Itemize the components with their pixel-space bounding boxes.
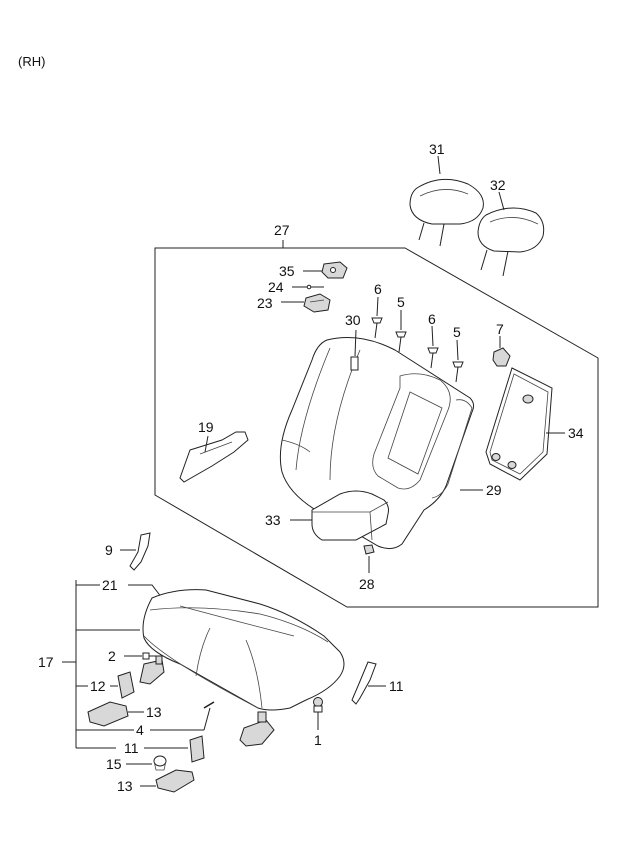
- callout-7: 7: [496, 321, 504, 337]
- leader-19: [204, 435, 209, 453]
- callout-2: 2: [108, 648, 116, 664]
- callout-24: 24: [268, 279, 284, 295]
- side-trim-11: [351, 661, 377, 705]
- bracket-23: [303, 293, 331, 313]
- headrest-32: [477, 207, 545, 277]
- rear-board-34: [485, 367, 553, 481]
- leader-6b: [431, 325, 434, 347]
- bolt-5b: [452, 361, 464, 383]
- seatback-cushion-29: [279, 337, 475, 550]
- callout-13b: 13: [117, 778, 133, 794]
- bolt-5a: [395, 331, 407, 353]
- callout-23: 23: [257, 295, 273, 311]
- callout-12: 12: [90, 678, 106, 694]
- latch-35: [321, 261, 348, 279]
- callout-31: 31: [429, 141, 445, 157]
- seatback-group-outline: [154, 247, 599, 608]
- callout-5b: 5: [453, 324, 461, 340]
- leader-6a: [376, 296, 379, 317]
- callout-34: 34: [568, 425, 584, 441]
- bolt-6b: [427, 347, 439, 369]
- callout-28: 28: [359, 576, 375, 592]
- bolt-2: [142, 652, 156, 660]
- callout-21: 21: [102, 577, 118, 593]
- callout-6b: 6: [428, 311, 436, 327]
- callout-15: 15: [106, 756, 122, 772]
- side-trim-9: [129, 532, 151, 571]
- callout-9: 9: [105, 542, 113, 558]
- callout-5a: 5: [397, 294, 405, 310]
- headrest-31: [409, 178, 484, 247]
- leader-30: [354, 329, 357, 357]
- callout-19: 19: [198, 419, 214, 435]
- callout-32: 32: [490, 177, 506, 193]
- armrest-33: [311, 490, 389, 541]
- cover-12: [117, 671, 135, 699]
- pin-24: [306, 284, 324, 290]
- leader-32: [498, 191, 505, 211]
- callout-27: 27: [274, 222, 290, 238]
- cap-13-lower: [155, 769, 195, 793]
- callout-30: 30: [345, 312, 361, 328]
- callout-13a: 13: [146, 704, 162, 720]
- diagram-title: (RH): [18, 54, 45, 69]
- leader-21: [128, 584, 163, 599]
- trim-19: [179, 431, 249, 483]
- clip-28: [363, 544, 375, 555]
- seat-cushion: [142, 589, 345, 711]
- bolt-1: [313, 697, 323, 713]
- leader-4-tip: [203, 707, 211, 731]
- callout-29: 29: [486, 482, 502, 498]
- callout-11b: 11: [124, 740, 139, 756]
- leader-5b: [456, 339, 459, 361]
- hinge-bracket-rear: [239, 711, 275, 747]
- callout-11a: 11: [389, 678, 404, 694]
- pin-4: [203, 701, 215, 709]
- bolt-6a: [371, 317, 383, 339]
- callout-35: 35: [279, 263, 295, 279]
- callout-6a: 6: [374, 281, 382, 297]
- cap-13-upper: [87, 701, 129, 727]
- leader-31: [437, 155, 441, 175]
- cap-15: [153, 755, 167, 771]
- callout-1: 1: [314, 732, 322, 748]
- tag-30: [350, 356, 359, 371]
- clip-7: [492, 347, 511, 367]
- callout-4: 4: [136, 722, 144, 738]
- hinge-bracket-front: [139, 655, 165, 685]
- callout-17: 17: [38, 654, 54, 670]
- callout-33: 33: [265, 512, 281, 528]
- cover-11-lower: [189, 735, 205, 763]
